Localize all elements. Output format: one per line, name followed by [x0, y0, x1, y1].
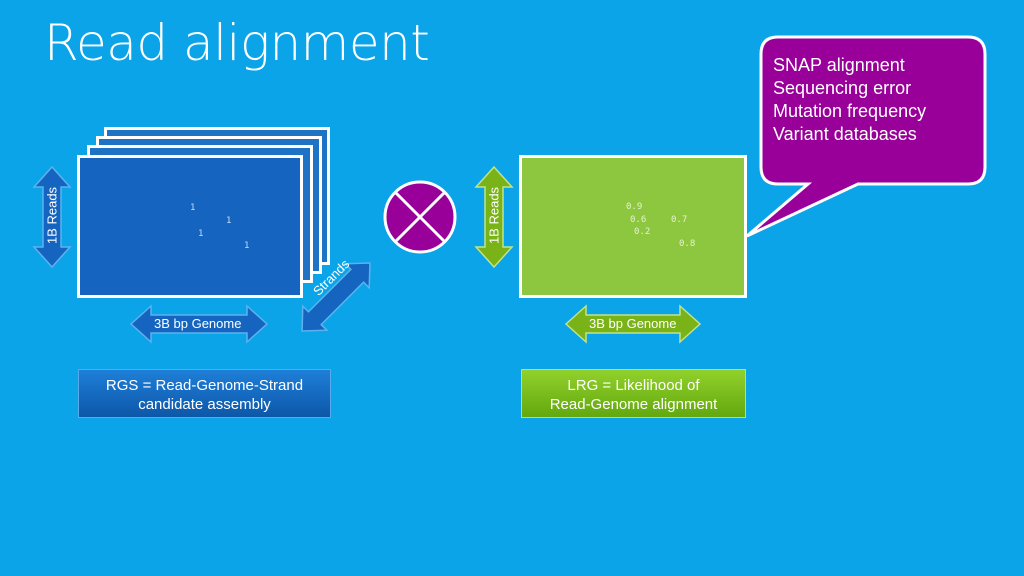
matrix-cell: 0.8	[679, 239, 696, 249]
right-genome-label: 3B bp Genome	[589, 316, 677, 331]
matrix-cell: 1	[198, 229, 204, 239]
matrix-cell: 1	[244, 241, 250, 251]
left-reads-arrow-icon	[32, 165, 72, 269]
callout-line: Mutation frequency	[773, 101, 927, 121]
lrg-caption-line1: LRG = Likelihood of	[567, 377, 700, 394]
matrix-cell: 1	[190, 203, 196, 213]
callout-bubble	[746, 35, 987, 238]
callout-line: Sequencing error	[773, 78, 912, 98]
left-genome-arrow-icon	[129, 304, 269, 344]
callout-line: Variant databases	[773, 124, 917, 144]
page-title: Read alignment	[44, 14, 430, 72]
right-reads-label: 1B Reads	[486, 186, 502, 245]
right-genome-arrow-icon	[564, 304, 702, 344]
rgs-caption-line2: candidate assembly	[138, 396, 271, 413]
lrg-matrix: 0.9 0.6 0.7 0.2 0.8	[519, 155, 747, 298]
matrix-cell: 0.2	[634, 227, 651, 237]
lrg-caption-box: LRG = Likelihood of Read-Genome alignmen…	[521, 369, 746, 418]
left-genome-label: 3B bp Genome	[154, 316, 242, 331]
strands-arrow-icon	[301, 262, 371, 332]
right-reads-arrow-icon	[474, 165, 514, 269]
tensor-product-icon	[383, 180, 457, 254]
matrix-page-front: 1 1 1 1	[77, 155, 303, 298]
lrg-caption-line2: Read-Genome alignment	[549, 396, 718, 413]
rgs-caption-line1: RGS = Read-Genome-Strand	[105, 377, 304, 394]
matrix-cell: 0.6	[630, 215, 647, 225]
rgs-caption-box: RGS = Read-Genome-Strand candidate assem…	[78, 369, 331, 418]
left-reads-label: 1B Reads	[44, 186, 60, 245]
matrix-cell: 1	[226, 216, 232, 226]
callout-text: SNAP alignment Sequencing error Mutation…	[773, 54, 926, 146]
matrix-cell: 0.9	[626, 202, 643, 212]
callout-line: SNAP alignment	[773, 55, 905, 75]
matrix-cell: 0.7	[671, 215, 688, 225]
